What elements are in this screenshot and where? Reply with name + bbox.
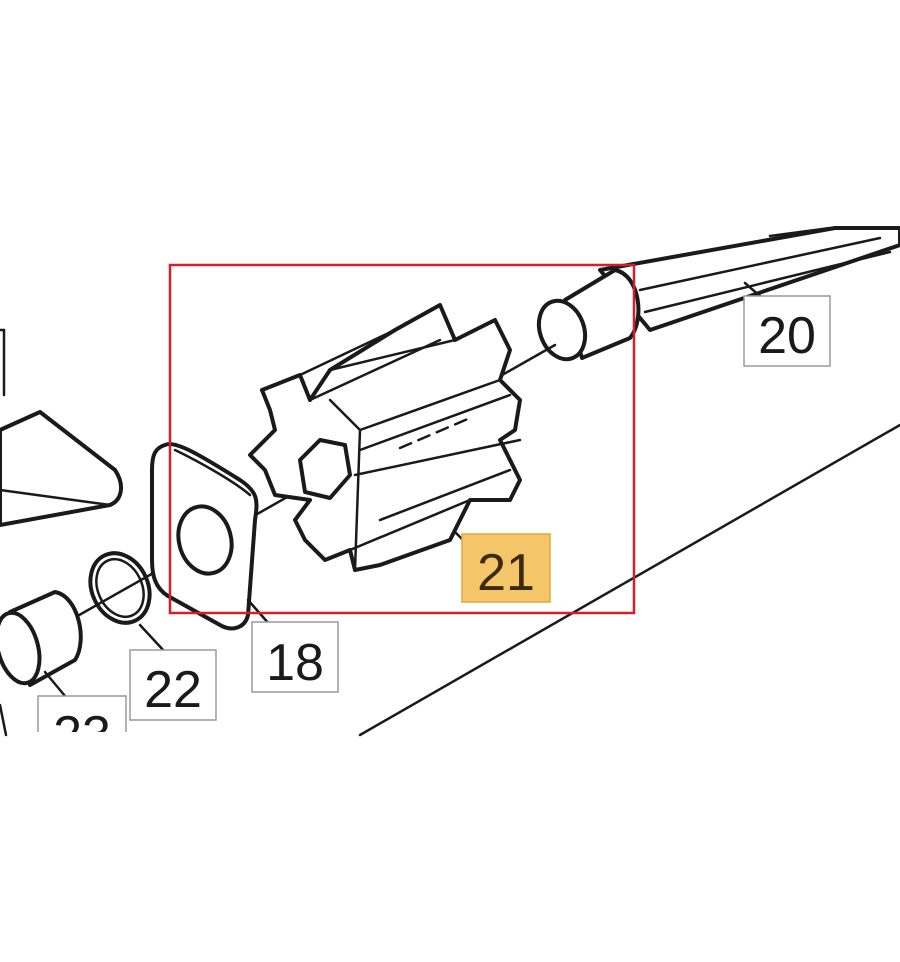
callout-18-label: 18 (266, 634, 324, 692)
bushing-part-23 (0, 590, 83, 687)
callout-20[interactable]: 20 (743, 295, 831, 367)
shaft-part-20 (598, 226, 900, 332)
edge-bracket (0, 328, 8, 737)
callout-22-label: 22 (144, 661, 202, 719)
callout-23-label: 23 (53, 706, 111, 764)
callout-23[interactable]: 23 (37, 695, 127, 766)
wear-plate-part-18 (150, 442, 259, 631)
callout-21[interactable]: 21 (461, 533, 551, 603)
callout-20-label: 20 (758, 307, 816, 365)
callout-22[interactable]: 22 (129, 649, 217, 721)
o-ring-part-22 (88, 551, 152, 625)
selection-highlight-frame (168, 263, 636, 615)
impeller-part-21 (248, 303, 522, 572)
cam-wedge-part (0, 410, 123, 527)
callout-18[interactable]: 18 (251, 621, 339, 693)
callout-21-label: 21 (477, 544, 535, 602)
bushing-near-shaft (536, 268, 641, 362)
